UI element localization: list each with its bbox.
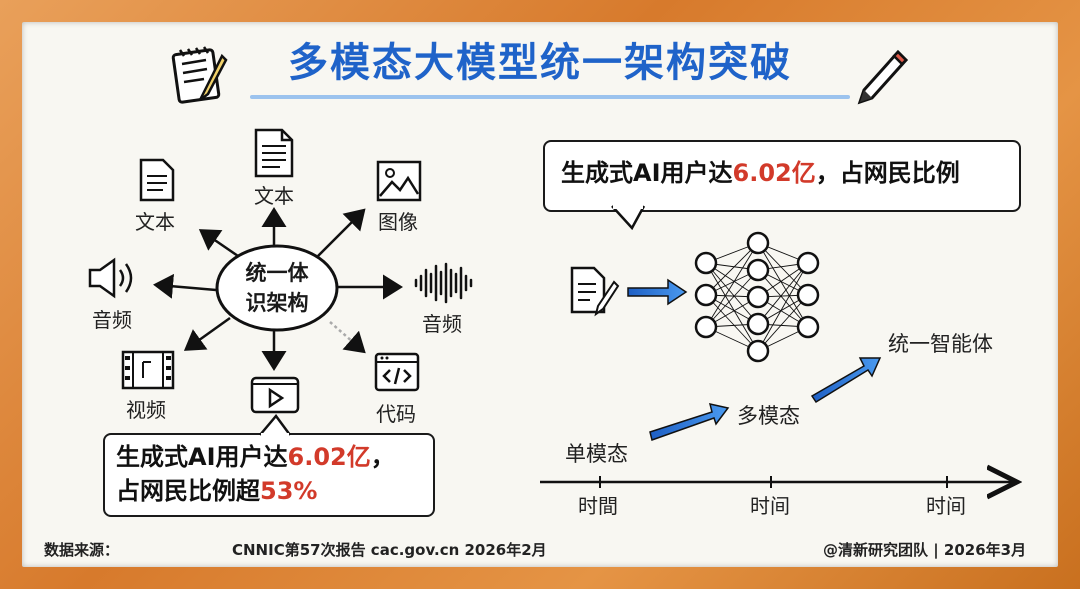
network-node (748, 341, 768, 361)
source-text: CNNIC第57次报告 cac.gov.cn 2026年2月 (232, 539, 547, 560)
document-pen-icon (572, 268, 618, 314)
arrow-doc-to-network (628, 280, 686, 304)
network-node (748, 314, 768, 334)
network-node (798, 285, 818, 305)
document-icon (137, 158, 177, 202)
hub-label: 统一体 识架构 (226, 258, 328, 318)
label-audio-right: 音频 (422, 308, 462, 337)
speaker-icon (86, 256, 140, 300)
evolution-diagram (540, 220, 1040, 520)
arrow-stage1 (650, 404, 728, 440)
axis-label: 时间 (750, 490, 790, 519)
network-node (696, 285, 716, 305)
code-icon (374, 352, 420, 392)
axis-label: 时间 (926, 490, 966, 519)
callout-left-text: 生成式AI用户达6.02亿， 占网民比例超53% (116, 440, 395, 508)
network-node (798, 317, 818, 337)
network-node (748, 287, 768, 307)
callout-right-text: 生成式AI用户达6.02亿，占网民比例 (561, 153, 960, 188)
neural-network-nodes (696, 233, 818, 361)
image-icon (376, 160, 422, 202)
network-node (696, 317, 716, 337)
credit-text: @清新研究团队 | 2026年3月 (823, 539, 1026, 560)
waveform-icon (412, 262, 476, 304)
play-icon (250, 372, 300, 414)
label-audio-left: 音频 (92, 304, 132, 333)
arrow-to-image (318, 212, 362, 256)
stage-unified-agent: 统一智能体 (888, 328, 993, 358)
network-node (748, 233, 768, 253)
label-image: 图像 (378, 206, 418, 235)
axis-label: 时間 (578, 490, 618, 519)
arrow-to-audio-left (158, 285, 216, 290)
callout-pointer (256, 414, 296, 436)
stage-single-modal: 单模态 (565, 438, 628, 468)
arrow-to-text-left (203, 232, 238, 256)
network-node (696, 253, 716, 273)
pencil-icon (852, 46, 912, 108)
label-code: 代码 (376, 398, 416, 427)
arrow-to-code (330, 322, 362, 350)
arrow-stage2 (812, 358, 880, 402)
network-node (798, 253, 818, 273)
arrow-to-video (188, 318, 230, 348)
film-icon (121, 350, 175, 390)
label-text-left: 文本 (135, 206, 175, 235)
label-video: 视频 (126, 394, 166, 423)
document-icon (252, 128, 296, 178)
network-node (748, 260, 768, 280)
source-label: 数据来源： (44, 539, 119, 560)
stage-multi-modal: 多模态 (737, 400, 800, 430)
label-text-top: 文本 (254, 180, 294, 209)
